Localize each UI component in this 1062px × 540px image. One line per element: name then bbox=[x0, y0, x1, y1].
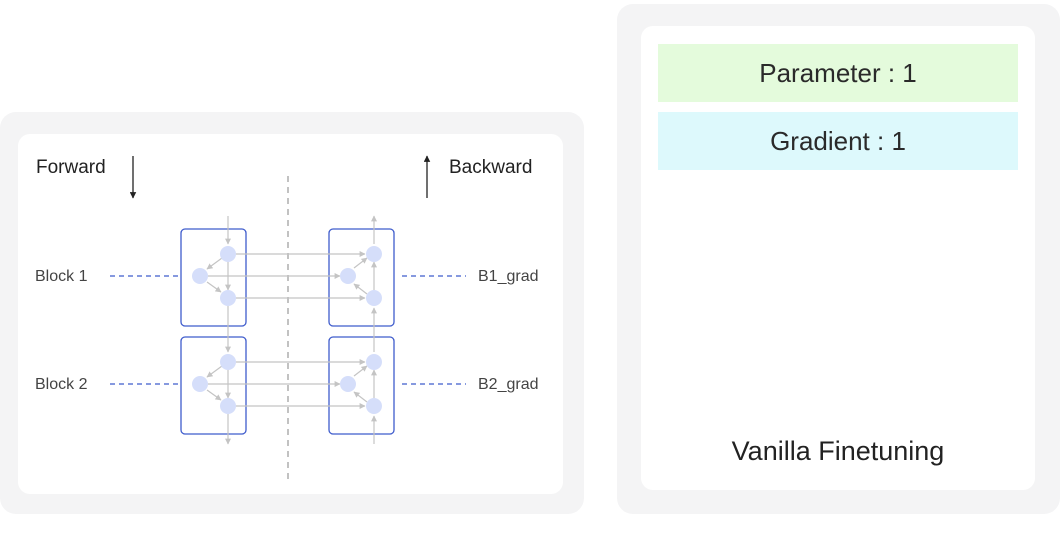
backward-label: Backward bbox=[449, 157, 533, 178]
memory-panel: Parameter : 1 Gradient : 1 Vanilla Finet… bbox=[617, 4, 1060, 514]
node bbox=[366, 246, 382, 262]
gradient-bar: Gradient : 1 bbox=[658, 112, 1018, 170]
forward-block-2 bbox=[180, 336, 247, 435]
node bbox=[340, 268, 356, 284]
block-2-label: Block 2 bbox=[35, 376, 88, 393]
node bbox=[220, 354, 236, 370]
node bbox=[220, 290, 236, 306]
diagram-canvas: Forward Backward Block 1 Block 2 B1_grad… bbox=[18, 134, 563, 494]
node bbox=[192, 376, 208, 392]
computation-graph bbox=[110, 155, 466, 480]
node bbox=[220, 398, 236, 414]
block-1-label: Block 1 bbox=[35, 268, 88, 285]
b1-grad-label: B1_grad bbox=[478, 268, 539, 285]
node bbox=[366, 290, 382, 306]
node bbox=[192, 268, 208, 284]
forward-block-1 bbox=[180, 228, 247, 327]
b2-grad-label: B2_grad bbox=[478, 376, 539, 393]
memory-card: Parameter : 1 Gradient : 1 Vanilla Finet… bbox=[641, 26, 1035, 490]
parameter-bar: Parameter : 1 bbox=[658, 44, 1018, 102]
method-caption: Vanilla Finetuning bbox=[731, 436, 945, 466]
forward-label: Forward bbox=[36, 157, 106, 178]
node bbox=[340, 376, 356, 392]
node bbox=[220, 246, 236, 262]
backward-block-2 bbox=[328, 336, 395, 435]
backward-block-1 bbox=[328, 228, 395, 327]
node bbox=[366, 398, 382, 414]
diagram-panel: Forward Backward Block 1 Block 2 B1_grad… bbox=[0, 112, 584, 514]
node bbox=[366, 354, 382, 370]
